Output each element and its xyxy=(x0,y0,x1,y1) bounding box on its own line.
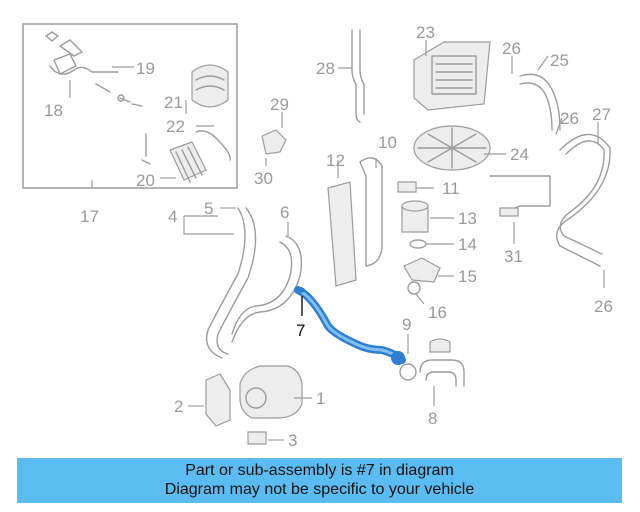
highlighted-part-7[interactable] xyxy=(294,286,406,365)
callout-11: 11 xyxy=(442,179,460,198)
parts-diagram: 1 2 3 4 5 6 7 8 9 10 11 12 13 14 15 16 1… xyxy=(22,23,613,450)
banner-line-1: Part or sub-assembly is #7 in diagram xyxy=(185,462,454,479)
callout-21: 21 xyxy=(164,93,183,112)
banner-line-2: Diagram may not be specific to your vehi… xyxy=(164,481,475,498)
callout-12: 12 xyxy=(326,151,345,170)
info-banner: Part or sub-assembly is #7 in diagram Di… xyxy=(17,458,622,503)
callout-23: 23 xyxy=(416,23,435,42)
callout-26-mid: 26 xyxy=(560,109,579,128)
inset-parts xyxy=(45,31,231,183)
callout-26-bottom: 26 xyxy=(594,297,613,316)
callout-31: 31 xyxy=(504,247,523,266)
callout-27: 27 xyxy=(592,105,611,124)
callout-4: 4 xyxy=(168,207,177,226)
callout-5: 5 xyxy=(204,199,213,218)
callout-29: 29 xyxy=(270,95,289,114)
callout-3: 3 xyxy=(288,431,297,450)
callout-7: 7 xyxy=(296,321,305,340)
callout-8: 8 xyxy=(428,409,437,428)
callout-30: 30 xyxy=(254,169,273,188)
leader-lines xyxy=(69,40,605,441)
callout-19: 19 xyxy=(136,59,155,78)
callout-6: 6 xyxy=(280,203,289,222)
grey-parts xyxy=(205,29,611,445)
callout-9: 9 xyxy=(402,315,411,334)
inset-box xyxy=(22,23,238,189)
callout-24: 24 xyxy=(510,145,529,164)
callout-26-top: 26 xyxy=(502,39,521,58)
callout-20: 20 xyxy=(136,171,155,190)
callout-28: 28 xyxy=(316,59,335,78)
callout-15: 15 xyxy=(458,267,477,286)
callout-13: 13 xyxy=(458,209,477,228)
callout-22: 22 xyxy=(166,117,185,136)
callout-1: 1 xyxy=(316,389,325,408)
callout-14: 14 xyxy=(458,235,477,254)
callout-2: 2 xyxy=(174,397,183,416)
callout-25: 25 xyxy=(550,51,569,70)
callout-18: 18 xyxy=(44,101,63,120)
callout-10: 10 xyxy=(378,133,397,152)
callout-17: 17 xyxy=(80,207,99,226)
callout-labels: 1 2 3 4 5 6 7 8 9 10 11 12 13 14 15 16 1… xyxy=(44,23,613,450)
callout-16: 16 xyxy=(428,303,447,322)
